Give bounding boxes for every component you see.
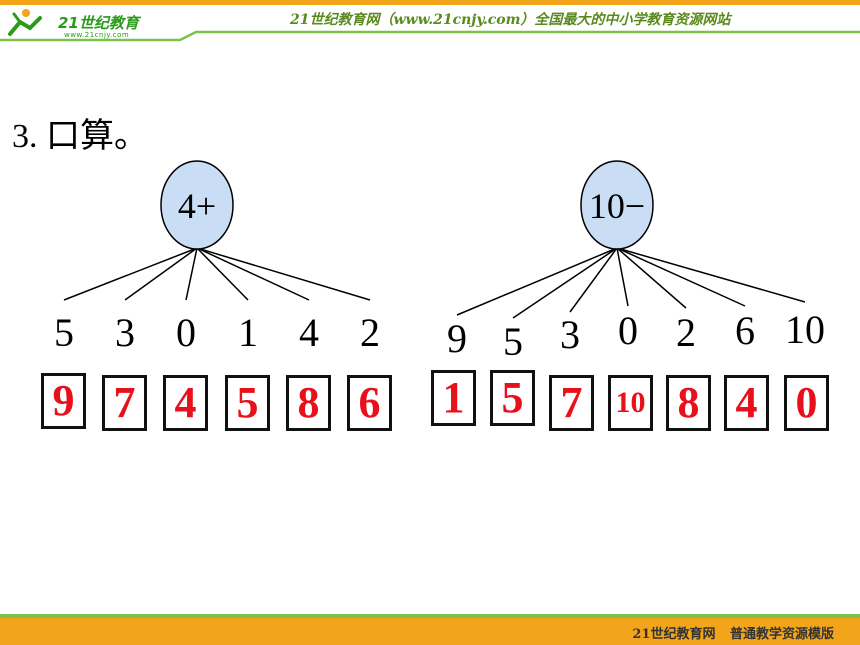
number-leaf: 4 xyxy=(299,310,319,355)
answer-box[interactable]: 6 xyxy=(347,375,392,431)
footer-orange-band xyxy=(0,618,860,645)
answer-box[interactable]: 9 xyxy=(41,373,86,429)
number-leaf: 0 xyxy=(176,310,196,355)
answer-box[interactable]: 4 xyxy=(724,375,769,431)
header-green-line xyxy=(0,30,860,42)
footer-text: 21世纪教育网 普通教学资源模版 xyxy=(632,627,834,642)
answer-box[interactable]: 10 xyxy=(608,375,653,431)
number-leaf: 2 xyxy=(360,310,380,355)
header-orange-band xyxy=(0,0,860,5)
footer-decoration xyxy=(0,614,860,645)
answer-box[interactable]: 7 xyxy=(549,375,594,431)
logo-subtext: www.21cnjy.com xyxy=(64,31,130,39)
answer-box[interactable]: 7 xyxy=(102,375,147,431)
number-leaf: 9 xyxy=(447,316,467,361)
number-leaf: 2 xyxy=(676,310,696,355)
answer-box[interactable]: 4 xyxy=(163,375,208,431)
number-leaf: 3 xyxy=(115,310,135,355)
number-leaf: 1 xyxy=(238,310,258,355)
operator-label: 4+ xyxy=(178,186,216,226)
header-slogan: 21世纪教育网（www.21cnjy.com）全国最大的中小学教育资源网站 xyxy=(290,12,731,28)
footer-green-line xyxy=(0,614,860,618)
number-leaf: 5 xyxy=(54,310,74,355)
answer-box[interactable]: 1 xyxy=(431,370,476,426)
logo-runner-icon xyxy=(8,9,42,36)
number-leaf: 0 xyxy=(618,308,638,353)
number-leaf: 10 xyxy=(785,307,825,352)
number-leaf: 6 xyxy=(735,308,755,353)
number-leaf: 5 xyxy=(503,319,523,364)
exercise-title: 3. 口算。 xyxy=(12,118,148,155)
answer-box[interactable]: 5 xyxy=(490,370,535,426)
header-bar: 21世纪教育 www.21cnjy.com 21世纪教育网（www.21cnjy… xyxy=(0,0,860,46)
logo-text: 21世纪教育 xyxy=(58,14,139,32)
header-decoration xyxy=(0,0,860,42)
footer-bar: 21世纪教育网 普通教学资源模版 xyxy=(0,604,860,645)
tree-group-add: 4+ 5 3 0 1 4 2 xyxy=(54,160,380,355)
answer-box[interactable]: 5 xyxy=(225,375,270,431)
answer-box[interactable]: 0 xyxy=(784,375,829,431)
answer-box[interactable]: 8 xyxy=(286,375,331,431)
number-leaf: 3 xyxy=(560,312,580,357)
operator-bubble xyxy=(580,160,654,250)
operator-label: 10− xyxy=(589,186,645,226)
answer-box[interactable]: 8 xyxy=(666,375,711,431)
operator-bubble xyxy=(160,160,234,250)
tree-group-subtract: 10− 9 5 3 0 2 6 10 xyxy=(447,160,825,364)
